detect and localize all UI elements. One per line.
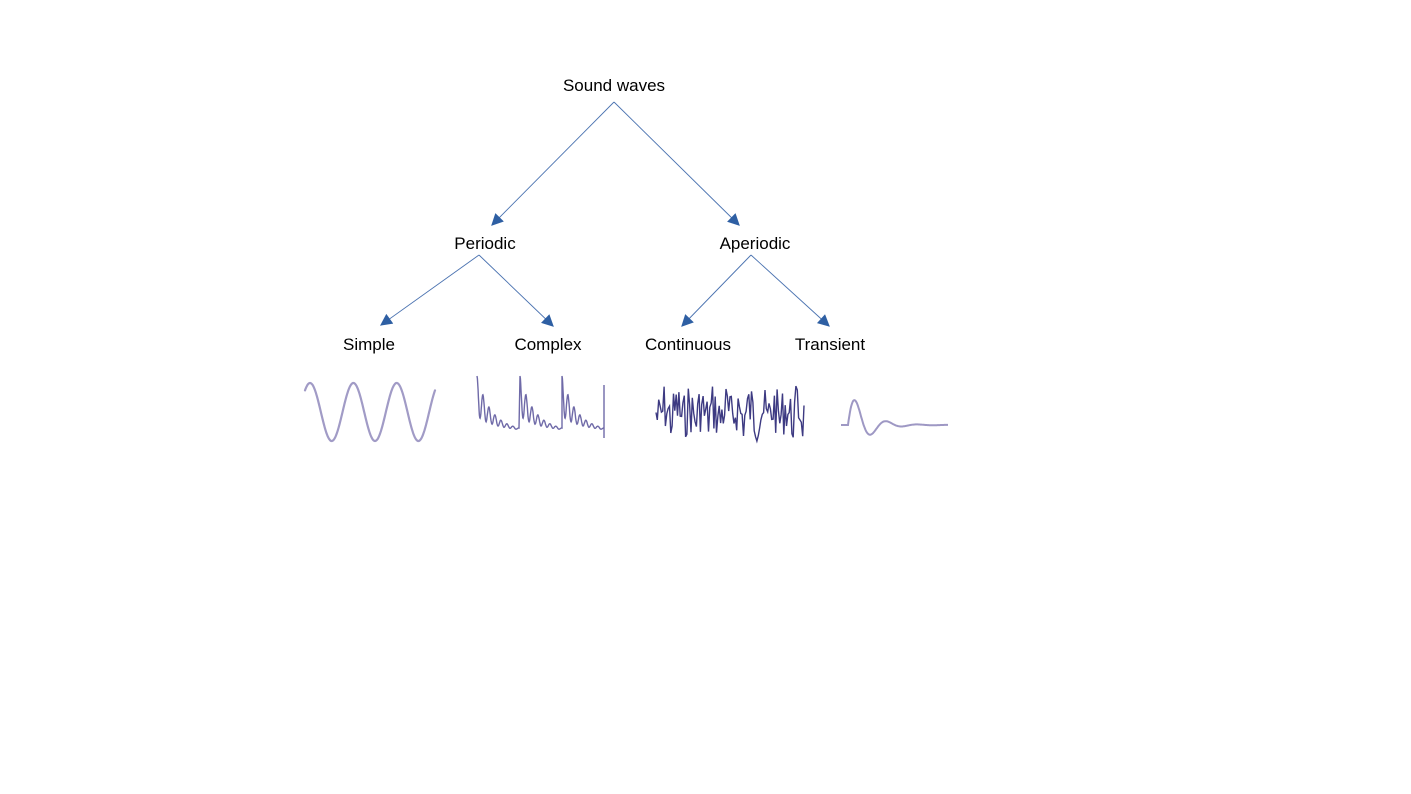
connectors (380, 101, 830, 327)
arrow-aperiodic-to-transient (750, 254, 830, 327)
arrow-root-to-aperiodic (613, 101, 740, 226)
node-periodic: Periodic (454, 234, 516, 253)
node-continuous: Continuous (645, 335, 731, 354)
arrow-periodic-to-complex (478, 254, 554, 327)
sine-wave-icon (303, 381, 437, 443)
node-simple: Simple (343, 335, 395, 354)
complex-periodic-wave-icon (476, 375, 605, 438)
arrow-periodic-to-simple (380, 254, 480, 326)
node-complex: Complex (514, 335, 582, 354)
noise-wave-icon (655, 385, 805, 444)
node-transient: Transient (795, 335, 866, 354)
damped-transient-wave-icon (841, 399, 948, 436)
arrow-aperiodic-to-continuous (681, 254, 752, 327)
arrow-root-to-periodic (491, 101, 615, 226)
node-sound-waves: Sound waves (563, 76, 665, 95)
node-aperiodic: Aperiodic (720, 234, 791, 253)
